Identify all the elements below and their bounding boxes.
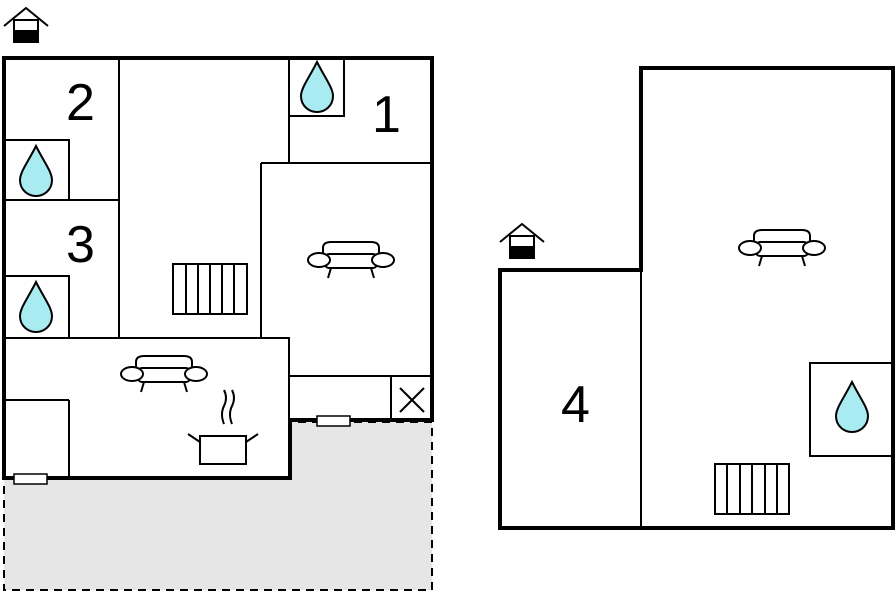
water-drop-icon: [300, 61, 334, 113]
door-front: [13, 473, 48, 485]
cooking-pot-icon: [187, 389, 259, 465]
radiator-icon: [714, 463, 790, 515]
room-label-3: 3: [66, 216, 95, 274]
water-box-room-3: [3, 275, 70, 339]
door-terrace: [316, 415, 351, 427]
water-box-room-1: [288, 57, 345, 117]
house-entrance-icon: [499, 223, 545, 259]
cross-box-icon: [390, 375, 433, 421]
room-label-1: 1: [372, 86, 401, 144]
sofa-icon: [307, 241, 395, 279]
water-drop-icon: [19, 145, 53, 197]
radiator-icon: [172, 263, 248, 315]
room-label-4: 4: [561, 376, 590, 434]
sofa-icon: [120, 355, 208, 393]
water-box-room-2: [3, 139, 70, 201]
sofa-icon: [738, 229, 826, 267]
water-drop-icon: [19, 281, 53, 333]
water-drop-icon: [835, 381, 869, 433]
house-entrance-icon: [3, 7, 49, 43]
room-label-2: 2: [66, 74, 95, 132]
right-building-outline: [498, 66, 895, 530]
water-box-room-4: [809, 362, 894, 457]
